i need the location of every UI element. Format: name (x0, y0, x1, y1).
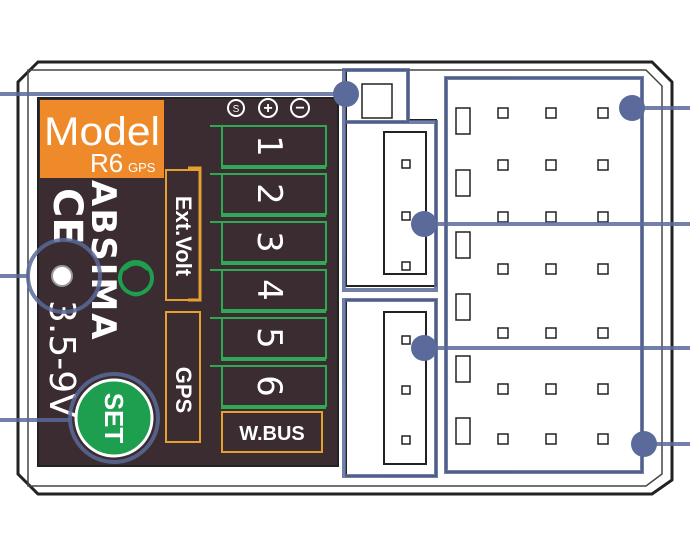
svg-text:W.BUS: W.BUS (239, 423, 305, 445)
channel-label: 4 (249, 279, 289, 301)
channel-row: 2 (210, 173, 327, 217)
polarity-row: S + − (227, 98, 310, 118)
set-button-label: SET (99, 393, 129, 444)
signal-polarity-icon: S (227, 99, 245, 117)
brand-logo: ABSIMA (83, 180, 123, 342)
brand-emblem-icon (118, 260, 154, 297)
status-led-icon (51, 265, 73, 287)
channel-label: 3 (249, 231, 289, 253)
svg-text:Ext.Volt: Ext.Volt (171, 196, 196, 277)
ce-mark: CE (44, 188, 90, 245)
channel-label: 2 (249, 183, 289, 205)
wbus-label: W.BUS (221, 411, 323, 453)
model-label: Model (44, 110, 160, 154)
channel-row: 4 (210, 269, 327, 313)
channel-row: 6 (210, 365, 327, 409)
svg-text:−: − (295, 100, 304, 117)
header-pins (497, 107, 609, 445)
svg-text:ABSIMA: ABSIMA (83, 180, 123, 342)
model-badge: Model R6 GPS (40, 100, 164, 178)
svg-text:+: + (263, 100, 272, 117)
ext-volt-connector (345, 119, 437, 287)
header-notches (455, 107, 471, 445)
channel-row: 5 (210, 317, 327, 361)
plus-polarity-icon: + (258, 98, 278, 118)
set-button[interactable]: SET (74, 378, 154, 458)
gps-connector (345, 299, 437, 477)
callout-dots (333, 81, 657, 457)
callout-lines (0, 92, 690, 446)
svg-text:GPS: GPS (171, 367, 196, 413)
minus-polarity-icon: − (290, 98, 310, 118)
svg-text:S: S (233, 104, 240, 115)
model-suffix: GPS (128, 160, 156, 175)
channel-label: 1 (249, 135, 289, 157)
channel-list: 1 2 3 4 5 6 (210, 125, 327, 409)
svg-text:CE: CE (44, 188, 90, 245)
callout-dot-servo-top (619, 95, 645, 121)
callout-dot-servo-bottom (631, 431, 657, 457)
ext-volt-label: Ext.Volt (165, 166, 202, 302)
callout-dot-gps (411, 335, 437, 361)
channel-label: 6 (249, 375, 289, 397)
callout-dot-antenna (333, 81, 359, 107)
callout-dot-ext-volt (411, 211, 437, 237)
gps-label: GPS (165, 311, 201, 443)
servo-pin-header (445, 77, 643, 473)
channel-row: 3 (210, 221, 327, 265)
model-name: R6 (90, 148, 123, 178)
channel-label: 5 (249, 327, 289, 349)
channel-row: 1 (210, 125, 327, 169)
